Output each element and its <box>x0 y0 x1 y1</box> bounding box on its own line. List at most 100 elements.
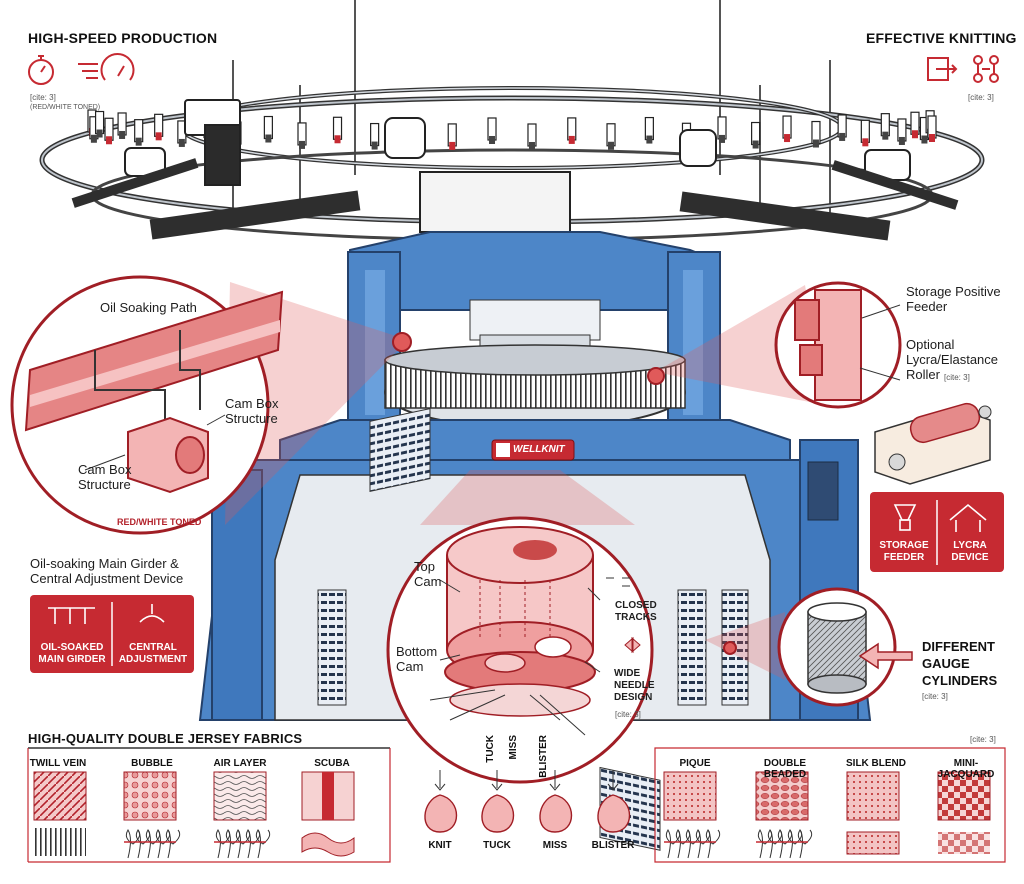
feeder <box>910 111 920 139</box>
feeder <box>263 115 273 143</box>
cam-callout <box>386 516 654 784</box>
fabrics-title: HIGH-QUALITY DOUBLE JERSEY FABRICS <box>28 731 303 746</box>
fabric-swatch <box>301 771 355 857</box>
central-adjustment-badge: CENTRAL ADJUSTMENT <box>118 642 188 665</box>
feeder <box>897 118 907 145</box>
fabric-label-twill-vein: TWILL VEIN <box>29 758 87 769</box>
stitch-shapes <box>424 770 630 833</box>
miss-pointer-label: MISS <box>508 735 519 760</box>
flow-chart-icon <box>973 55 999 83</box>
fabric-structure <box>34 828 86 856</box>
fabric-swatch <box>937 771 991 854</box>
header-left-title: HIGH-SPEED PRODUCTION <box>28 30 218 46</box>
feeder <box>447 123 457 150</box>
stitch-shape <box>597 770 630 833</box>
feeder <box>527 123 537 150</box>
fabric-swatch <box>33 771 87 856</box>
oil-soaking-path-label: Oil Soaking Path <box>100 300 197 315</box>
lycra-roller-label: Optional Lycra/Elastance Roller <box>906 337 999 382</box>
header-right-title: EFFECTIVE KNITTING <box>866 30 1017 46</box>
lycra-roller-cite: [cite: 3] <box>944 373 970 382</box>
fabric-label-bubble: BUBBLE <box>131 758 173 769</box>
cam-cite: [cite: 3] <box>615 710 641 719</box>
girder-tone-note: RED/WHITE TONED <box>117 517 202 527</box>
stitch-label-blister: BLISTER <box>591 840 635 851</box>
gauge-cylinders-label: DIFFERENT GAUGE CYLINDERS <box>922 639 998 688</box>
feeder <box>332 116 343 144</box>
stopwatch-icon <box>28 55 54 85</box>
stitch-shape <box>539 770 572 833</box>
fabric-structure <box>301 832 355 857</box>
fabric-label-silk-blend: SILK BLEND <box>846 758 906 769</box>
blister-pointer-label: BLISTER <box>538 735 549 778</box>
feeder <box>644 116 654 144</box>
fabric-label-double-beaded: DOUBLE BEADED <box>763 758 807 780</box>
fabric-structure <box>124 829 181 859</box>
fabric-swatch <box>846 771 900 855</box>
fabric-label-mini-jacquard: MINI-JACQUARD <box>937 758 995 780</box>
girder-caption: Oil-soaking Main Girder & Central Adjust… <box>30 556 184 586</box>
fabric-swatch <box>755 771 813 859</box>
stitch-label-miss: MISS <box>542 840 568 851</box>
feeder <box>567 117 577 144</box>
stitch-label-knit: KNIT <box>428 840 452 851</box>
feeder <box>782 115 792 143</box>
feeder-callout <box>774 281 902 409</box>
tuck-pointer-label: TUCK <box>485 735 496 763</box>
fabric-structure <box>214 829 271 859</box>
header-left-note: (RED/WHITE TONED) <box>30 104 101 111</box>
brand-logo: WELLKNIT <box>513 444 565 455</box>
bottom-cam-label: Bottom Cam <box>396 644 438 674</box>
header-right-cite: [cite: 3] <box>968 93 994 102</box>
fabric-swatch <box>213 771 271 859</box>
fabric-structure <box>756 829 813 859</box>
header-left-cite: [cite: 3] <box>30 93 56 102</box>
top-cam-label: Top Cam <box>414 559 442 589</box>
feeder <box>487 117 497 144</box>
feeder <box>94 110 105 138</box>
fabric-structure <box>846 831 900 855</box>
fabrics-cite: [cite: 3] <box>970 735 996 744</box>
feeder <box>104 117 114 145</box>
lycra-roller <box>874 402 992 485</box>
wide-needle-label: WIDE NEEDLE DESIGN <box>614 668 655 703</box>
fabric-swatches-right <box>663 771 991 859</box>
lycra-device-badge: LYCRA DEVICE <box>951 540 989 563</box>
fabric-swatch <box>123 771 181 859</box>
fabric-structure <box>938 832 990 854</box>
stitch-shape <box>481 770 514 833</box>
feed-arrow-icon <box>927 57 958 81</box>
feeder <box>606 123 616 150</box>
girder-callout <box>10 275 284 535</box>
fabric-label-air-layer: AIR LAYER <box>213 758 267 769</box>
cam-box-label-lower: Cam Box Structure <box>78 462 132 492</box>
feeder <box>837 114 847 141</box>
fabric-label-scuba: SCUBA <box>314 758 350 769</box>
feeder <box>370 122 380 150</box>
feeder <box>297 122 307 149</box>
stitch-shape <box>424 770 457 833</box>
oil-soaked-girder-badge: OIL-SOAKED MAIN GIRDER <box>38 642 106 665</box>
feeder <box>134 119 144 146</box>
fabric-structure <box>664 829 721 859</box>
closed-tracks-label: CLOSED TRACKS <box>615 600 657 623</box>
feeder <box>717 116 727 143</box>
storage-feeder-label: Storage Positive Feeder <box>906 284 1001 314</box>
feeder <box>880 113 890 140</box>
fabric-label-pique: PIQUE <box>679 758 711 769</box>
stitch-label-tuck: TUCK <box>483 840 511 851</box>
feeder <box>154 113 164 141</box>
gauge-cylinders-cite: [cite: 3] <box>922 692 948 701</box>
cam-box-label-upper: Cam Box Structure <box>225 396 279 426</box>
cylinder-callout <box>777 587 913 707</box>
feeder <box>927 115 937 142</box>
feeder <box>751 121 761 149</box>
feeder <box>117 112 127 139</box>
fabric-swatches-left <box>33 771 355 859</box>
speedometer-icon <box>78 53 135 81</box>
feeder <box>811 120 821 148</box>
storage-feeder-badge: STORAGE FEEDER <box>879 540 929 563</box>
feeder <box>860 119 870 147</box>
fabric-swatch <box>663 771 721 859</box>
